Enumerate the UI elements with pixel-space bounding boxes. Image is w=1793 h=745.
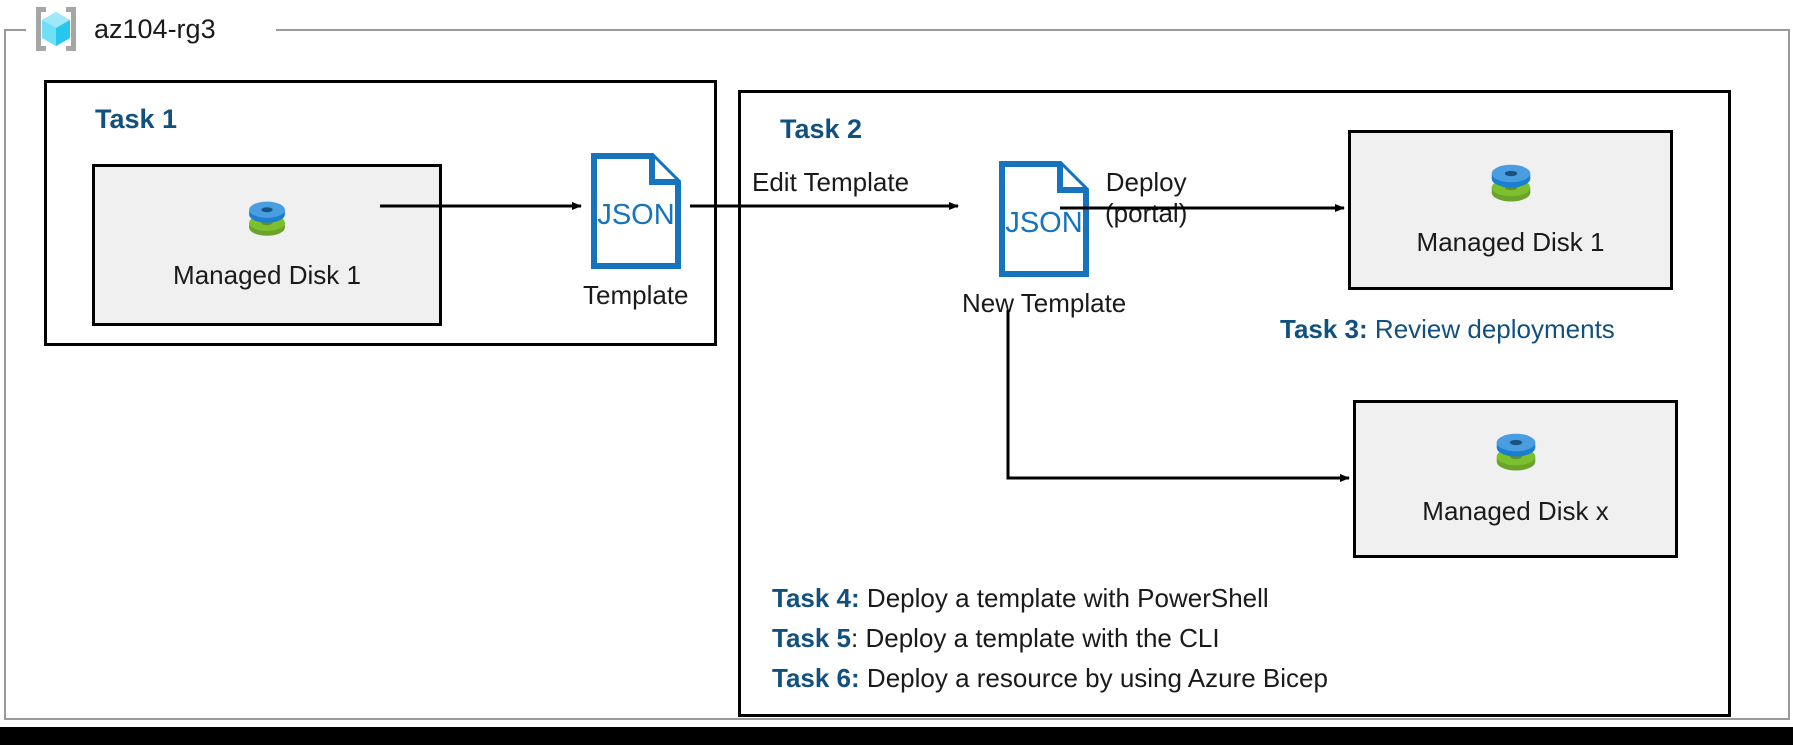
deploy-portal-edge-label: Deploy (portal) — [1105, 167, 1187, 228]
resource-group-label-notch — [26, 20, 276, 40]
template-json-node-task1[interactable]: JSON Template — [583, 152, 689, 311]
deploy-edge-line1: Deploy — [1105, 167, 1187, 197]
task-list-item-separator: : — [851, 623, 859, 653]
task-3-lead: Task 3: — [1280, 314, 1368, 344]
managed-disk-x-node[interactable]: Managed Disk x — [1353, 400, 1678, 558]
task-list-item-lead: Task 4 — [772, 583, 852, 613]
azure-resource-group-icon — [30, 3, 82, 55]
managed-disk-x-label: Managed Disk x — [1422, 495, 1609, 526]
task-2-title: Task 2 — [780, 114, 863, 144]
task-list-item-lead: Task 6 — [772, 663, 852, 693]
json-file-icon: JSON — [590, 152, 682, 270]
svg-text:JSON: JSON — [1005, 207, 1082, 239]
managed-disk-1-label-task1: Managed Disk 1 — [173, 259, 361, 290]
managed-disk-icon — [241, 200, 293, 252]
template-caption-task1: Template — [583, 280, 689, 310]
task-list-item-separator: : — [851, 583, 860, 613]
task-list-item: Task 5: Deploy a template with the CLI — [772, 618, 1328, 658]
task-list: Task 4: Deploy a template with PowerShel… — [772, 578, 1328, 698]
task-list-item-separator: : — [851, 663, 860, 693]
managed-disk-1-node-task1[interactable]: Managed Disk 1 — [92, 164, 442, 326]
resource-group-name: az104-rg3 — [94, 13, 216, 44]
managed-disk-1-label-task2: Managed Disk 1 — [1416, 226, 1605, 257]
svg-text:JSON: JSON — [597, 199, 674, 231]
json-file-icon: JSON — [998, 160, 1090, 278]
managed-disk-icon — [1488, 432, 1544, 488]
resource-group-frame — [4, 29, 1790, 720]
task-list-item: Task 4: Deploy a template with PowerShel… — [772, 578, 1328, 618]
task-list-item-lead: Task 5 — [772, 623, 852, 653]
deploy-edge-line2: (portal) — [1105, 197, 1188, 228]
edit-template-edge-label: Edit Template — [752, 167, 910, 197]
task-list-item-text: Deploy a template with PowerShell — [859, 583, 1269, 613]
task-3-note: Task 3: Review deployments — [1280, 314, 1615, 345]
resource-group-header: az104-rg3 — [30, 0, 216, 58]
new-template-json-node[interactable]: JSON New Template — [962, 160, 1126, 319]
task-1-title: Task 1 — [95, 104, 178, 134]
managed-disk-1-node-task2[interactable]: Managed Disk 1 — [1348, 130, 1673, 290]
task-list-item-text: Deploy a resource by using Azure Bicep — [859, 663, 1328, 693]
bottom-taskbar — [0, 727, 1793, 745]
task-list-item-text: Deploy a template with the CLI — [858, 623, 1220, 653]
task-list-item: Task 6: Deploy a resource by using Azure… — [772, 658, 1328, 698]
managed-disk-icon — [1483, 163, 1539, 219]
new-template-caption: New Template — [962, 288, 1127, 318]
task-3-text: Review deployments — [1367, 314, 1615, 344]
